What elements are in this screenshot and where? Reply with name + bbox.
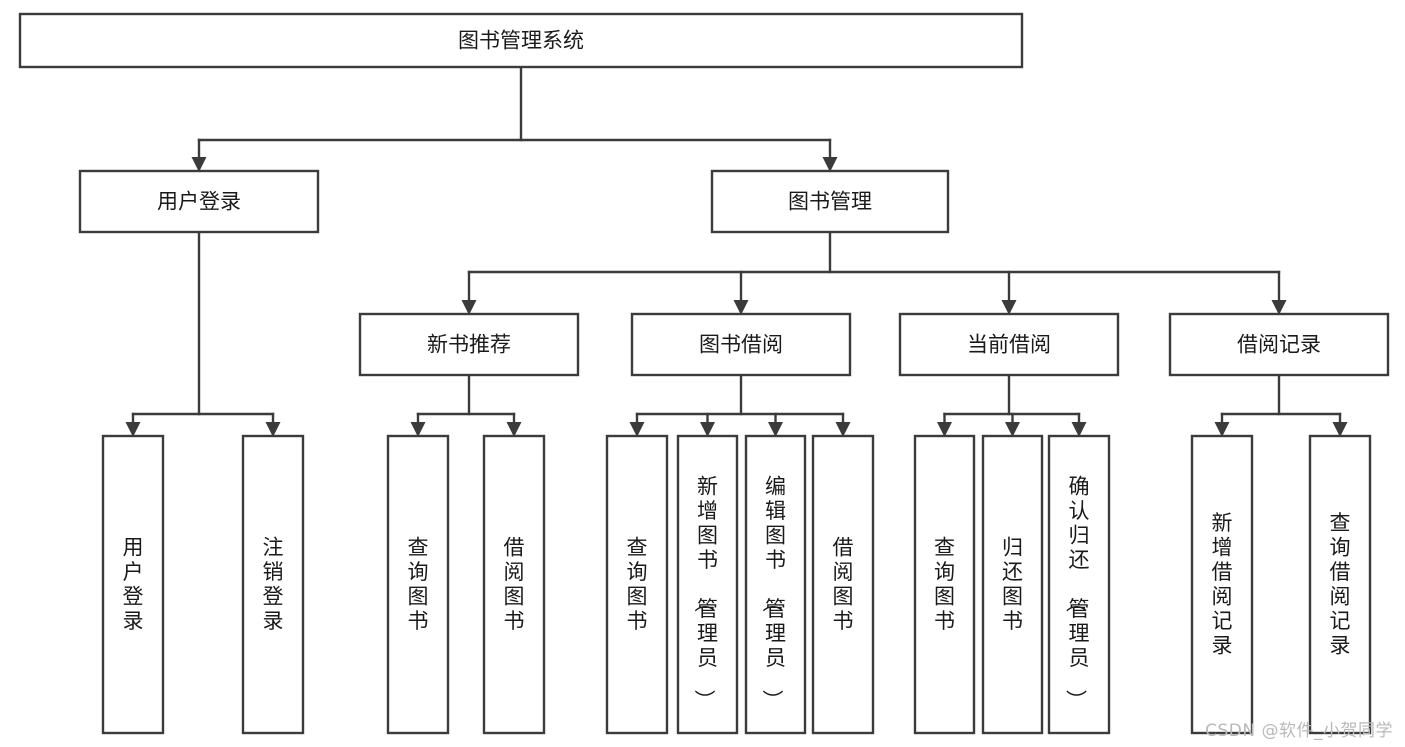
node-label: 查询图书 (408, 536, 429, 634)
node-box (630, 312, 852, 377)
connector-group-root (191, 65, 838, 172)
node-label: 查询借阅记录 (1330, 511, 1351, 658)
node-label: 归还图书 (1002, 536, 1023, 634)
node-box (898, 312, 1120, 377)
arrow-head-icon (937, 422, 952, 437)
node-leaf-cur-return[interactable]: 归还图书 (981, 434, 1044, 735)
arrow-head-icon (410, 422, 426, 437)
node-leaf-cur-confirm[interactable]: 确认归还（管理员） (1047, 434, 1111, 735)
node-label: 注销登录 (263, 536, 284, 634)
node-leaf-cur-query[interactable]: 查询图书 (913, 434, 976, 735)
node-box (1047, 434, 1111, 735)
node-box (913, 434, 976, 735)
node-label: 编辑图书（管理员） (760, 474, 786, 710)
node-recommend[interactable]: 新书推荐 (358, 312, 580, 377)
node-box (1308, 434, 1372, 735)
arrow-head-icon (700, 422, 715, 437)
arrow-head-icon (1005, 422, 1020, 437)
arrow-head-icon (1214, 422, 1230, 437)
node-layer: 图书管理系统用户登录图书管理新书推荐图书借阅当前借阅借阅记录用户登录注销登录查询… (18, 12, 1390, 735)
arrow-head-icon (768, 422, 783, 437)
connector-group-records (1214, 373, 1348, 437)
connector-group-current (937, 373, 1087, 437)
edge-layer (125, 65, 1348, 437)
arrow-head-icon (191, 157, 207, 172)
node-label: 查询图书 (627, 536, 648, 634)
node-label: 借阅记录 (1237, 333, 1321, 357)
node-label: 新书推荐 (427, 333, 511, 357)
node-box (241, 434, 305, 735)
node-box (811, 434, 875, 735)
node-box (358, 312, 580, 377)
arrow-head-icon (461, 300, 477, 315)
node-records[interactable]: 借阅记录 (1168, 312, 1390, 377)
node-box (78, 169, 320, 234)
node-label: 借阅图书 (504, 536, 525, 634)
node-box (744, 434, 807, 735)
arrow-head-icon (125, 422, 141, 437)
arrow-head-icon (1332, 422, 1348, 437)
node-box (101, 434, 165, 735)
node-leaf-user-logout[interactable]: 注销登录 (241, 434, 305, 735)
connector-group-borrow (629, 373, 851, 437)
node-label: 借阅图书 (833, 536, 854, 634)
arrow-head-icon (629, 422, 645, 437)
node-label: 查询图书 (934, 536, 955, 634)
node-login[interactable]: 用户登录 (78, 169, 320, 234)
node-box (482, 434, 546, 735)
node-box (386, 434, 450, 735)
node-label: 当前借阅 (967, 333, 1051, 357)
node-box (676, 434, 739, 735)
node-label: 图书管理 (788, 190, 872, 214)
node-box (18, 12, 1024, 69)
node-bookmgr[interactable]: 图书管理 (710, 169, 950, 234)
arrow-head-icon (1001, 300, 1017, 315)
arrow-head-icon (733, 300, 749, 315)
arrow-head-icon (1271, 300, 1287, 315)
connector-group-login (125, 230, 281, 437)
node-box (981, 434, 1044, 735)
node-box (1190, 434, 1254, 735)
connector-group-bookmgr (461, 230, 1287, 315)
connector-group-recommend (410, 373, 522, 437)
arrow-head-icon (265, 422, 281, 437)
node-box (1168, 312, 1390, 377)
node-current[interactable]: 当前借阅 (898, 312, 1120, 377)
node-leaf-rd-add[interactable]: 新增借阅记录 (1190, 434, 1254, 735)
arrow-head-icon (822, 157, 838, 172)
arrow-head-icon (506, 422, 522, 437)
node-leaf-bo-query[interactable]: 查询图书 (605, 434, 669, 735)
node-leaf-rec-borrow[interactable]: 借阅图书 (482, 434, 546, 735)
arrow-head-icon (1071, 422, 1087, 437)
node-leaf-bo-edit[interactable]: 编辑图书（管理员） (744, 434, 807, 735)
node-box (605, 434, 669, 735)
node-label: 确认归还（管理员） (1064, 474, 1090, 710)
node-label: 图书借阅 (699, 333, 783, 357)
node-leaf-bo-add[interactable]: 新增图书（管理员） (676, 434, 739, 735)
node-leaf-bo-borrow[interactable]: 借阅图书 (811, 434, 875, 735)
node-leaf-rec-query[interactable]: 查询图书 (386, 434, 450, 735)
node-root[interactable]: 图书管理系统 (18, 12, 1024, 69)
node-leaf-rd-query[interactable]: 查询借阅记录 (1308, 434, 1372, 735)
node-borrow[interactable]: 图书借阅 (630, 312, 852, 377)
node-label: 用户登录 (157, 190, 241, 214)
arrow-head-icon (835, 422, 851, 437)
node-box (710, 169, 950, 234)
node-label: 用户登录 (123, 536, 144, 634)
node-label: 新增图书（管理员） (692, 474, 718, 710)
node-label: 图书管理系统 (458, 29, 584, 53)
node-label: 新增借阅记录 (1212, 511, 1233, 658)
node-leaf-user-login[interactable]: 用户登录 (101, 434, 165, 735)
